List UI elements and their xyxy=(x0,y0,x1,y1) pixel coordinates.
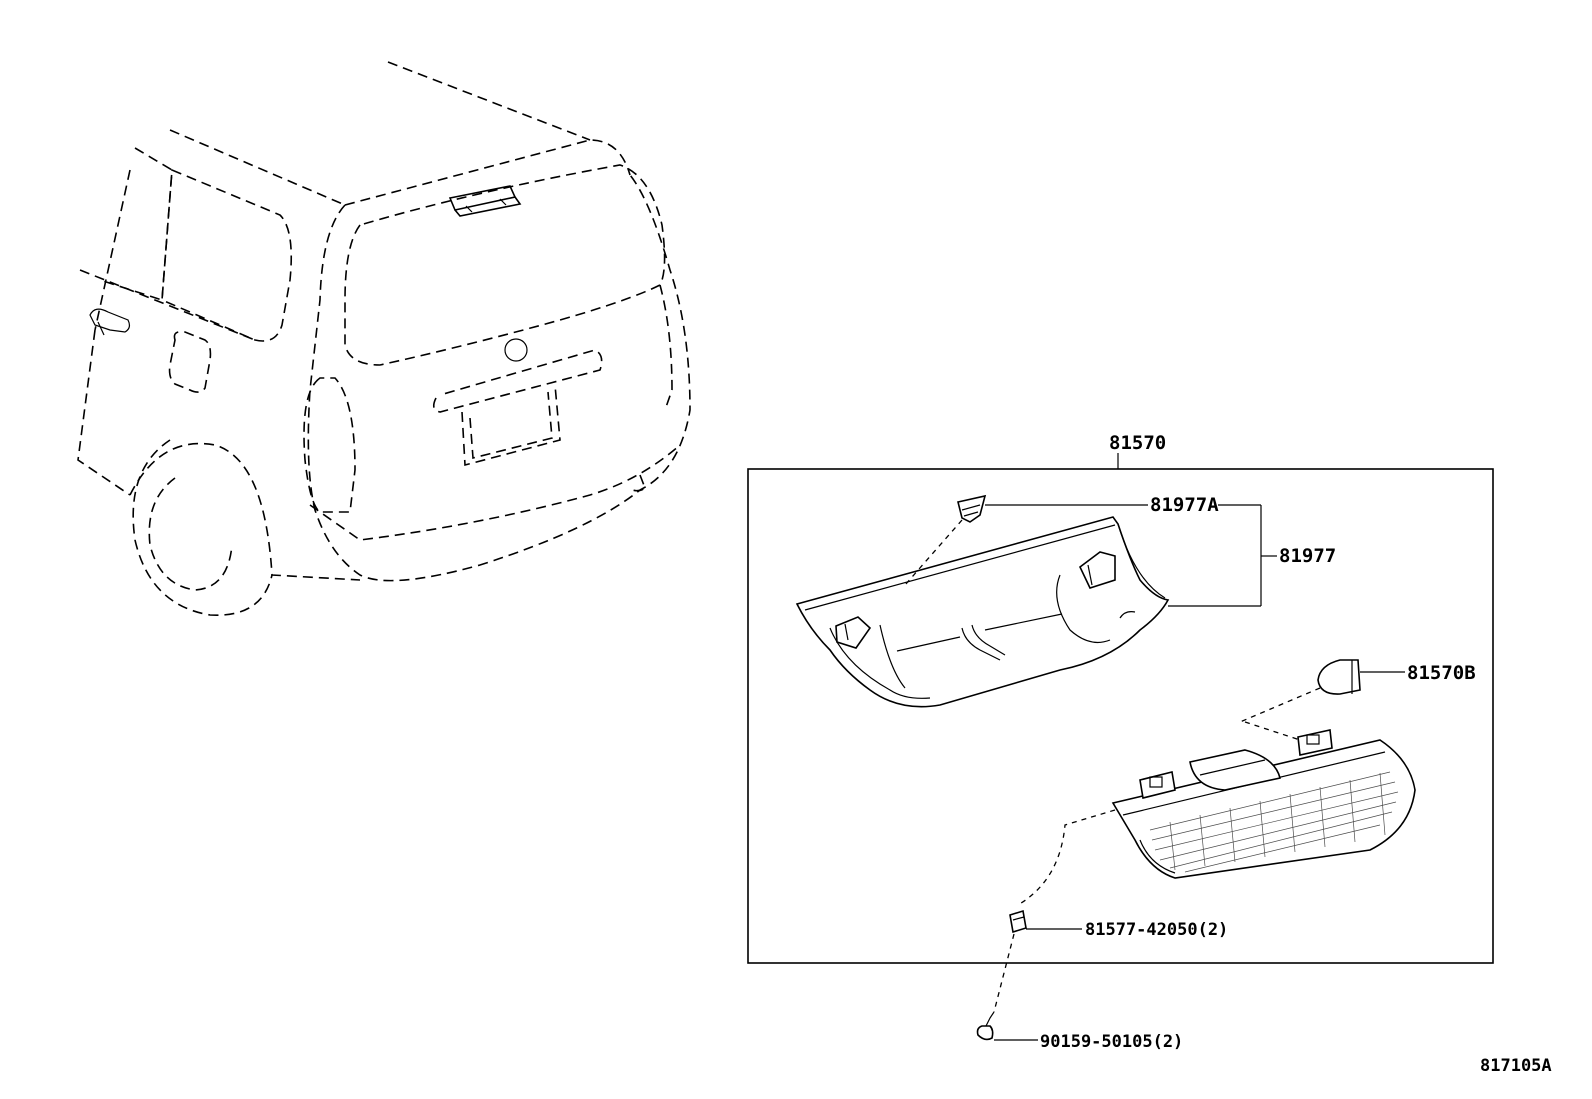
leader-lines xyxy=(985,504,1405,1041)
label-cover-clip: 81977A xyxy=(1150,494,1219,516)
label-screw: 90159-50105(2) xyxy=(1040,1032,1183,1052)
high-mount-stop-lamp-on-vehicle xyxy=(448,185,522,217)
bulb-part xyxy=(1317,659,1361,695)
label-nut: 81577-42050(2) xyxy=(1085,920,1228,940)
figure-id: 817105A xyxy=(1480,1056,1552,1076)
vehicle-rear-outline xyxy=(77,61,691,616)
cover-clip-part xyxy=(957,494,987,523)
label-assembly: 81570 xyxy=(1109,432,1166,454)
screw-part xyxy=(976,1011,995,1041)
label-cover: 81977 xyxy=(1279,545,1336,567)
assembly-frame xyxy=(747,468,1494,964)
label-bulb: 81570B xyxy=(1407,662,1476,684)
lamp-body-part xyxy=(1111,729,1416,879)
cover-part xyxy=(795,516,1170,708)
nut-part xyxy=(1009,909,1027,934)
